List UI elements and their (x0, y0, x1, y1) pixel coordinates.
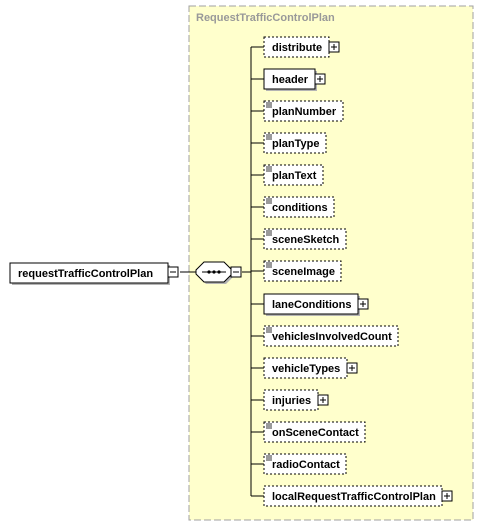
element-planNumber[interactable]: planNumber (263, 100, 344, 122)
element-sceneSketch[interactable]: sceneSketch (263, 228, 347, 250)
element-label: vehicleTypes (272, 363, 340, 375)
element-box (263, 164, 324, 186)
element-box (263, 100, 344, 122)
element-distribute[interactable]: distribute (263, 36, 340, 58)
element-label: distribute (272, 42, 322, 54)
element-label: sceneImage (272, 266, 335, 278)
expand-plus-icon[interactable] (317, 394, 329, 406)
element-radioContact[interactable]: radioContact (263, 453, 347, 475)
element-label: planType (272, 138, 319, 150)
expand-plus-icon[interactable] (314, 73, 326, 85)
group-title: RequestTrafficControlPlan (196, 12, 335, 24)
expand-plus-icon[interactable] (328, 41, 340, 53)
documentation-icon (266, 166, 272, 172)
element-sceneImage[interactable]: sceneImage (263, 260, 342, 282)
documentation-icon (266, 423, 272, 429)
root-label: requestTrafficControlPlan (18, 268, 153, 280)
element-label: onSceneContact (272, 427, 359, 439)
element-localRequestTrafficControlPlan[interactable]: localRequestTrafficControlPlan (263, 485, 453, 507)
element-laneConditions[interactable]: laneConditions (263, 293, 369, 316)
documentation-icon (266, 230, 272, 236)
element-label: header (272, 74, 309, 86)
branch-lines (251, 46, 264, 497)
element-label: injuries (272, 395, 311, 407)
documentation-icon (266, 262, 272, 268)
element-label: localRequestTrafficControlPlan (272, 491, 436, 503)
element-label: radioContact (272, 459, 340, 471)
expand-plus-icon[interactable] (441, 490, 453, 502)
sequence-dot-icon (217, 270, 221, 274)
documentation-icon (266, 134, 272, 140)
compositor-collapse-icon[interactable] (230, 266, 242, 278)
element-header[interactable]: header (263, 68, 326, 91)
root-element[interactable]: requestTrafficControlPlan (9, 262, 179, 285)
sequence-compositor[interactable] (195, 261, 242, 284)
element-label: planText (272, 170, 317, 182)
expand-plus-icon[interactable] (346, 362, 358, 374)
expand-plus-icon[interactable] (357, 298, 369, 310)
element-vehicleTypes[interactable]: vehicleTypes (263, 357, 358, 379)
element-box (263, 36, 330, 58)
element-injuries[interactable]: injuries (263, 389, 329, 411)
element-box (263, 421, 366, 443)
element-box (263, 260, 342, 282)
sequence-dot-icon (207, 270, 211, 274)
element-planText[interactable]: planText (263, 164, 324, 186)
element-box (263, 453, 347, 475)
documentation-icon (266, 455, 272, 461)
element-planType[interactable]: planType (263, 132, 327, 154)
element-vehiclesInvolvedCount[interactable]: vehiclesInvolvedCount (263, 325, 399, 347)
element-label: planNumber (272, 106, 337, 118)
sequence-dot-icon (212, 270, 216, 274)
child-elements: distribute header planNumber planType planTe… (263, 36, 453, 507)
element-label: vehiclesInvolvedCount (272, 331, 392, 343)
documentation-icon (266, 198, 272, 204)
element-conditions[interactable]: conditions (263, 196, 335, 218)
element-box (263, 325, 399, 347)
element-box (263, 228, 347, 250)
element-onSceneContact[interactable]: onSceneContact (263, 421, 366, 443)
element-box (263, 132, 327, 154)
element-label: conditions (272, 202, 328, 214)
documentation-icon (266, 327, 272, 333)
documentation-icon (266, 102, 272, 108)
element-box (263, 196, 335, 218)
element-label: sceneSketch (272, 234, 340, 246)
element-label: laneConditions (272, 299, 351, 311)
root-collapse-icon[interactable] (167, 266, 179, 278)
